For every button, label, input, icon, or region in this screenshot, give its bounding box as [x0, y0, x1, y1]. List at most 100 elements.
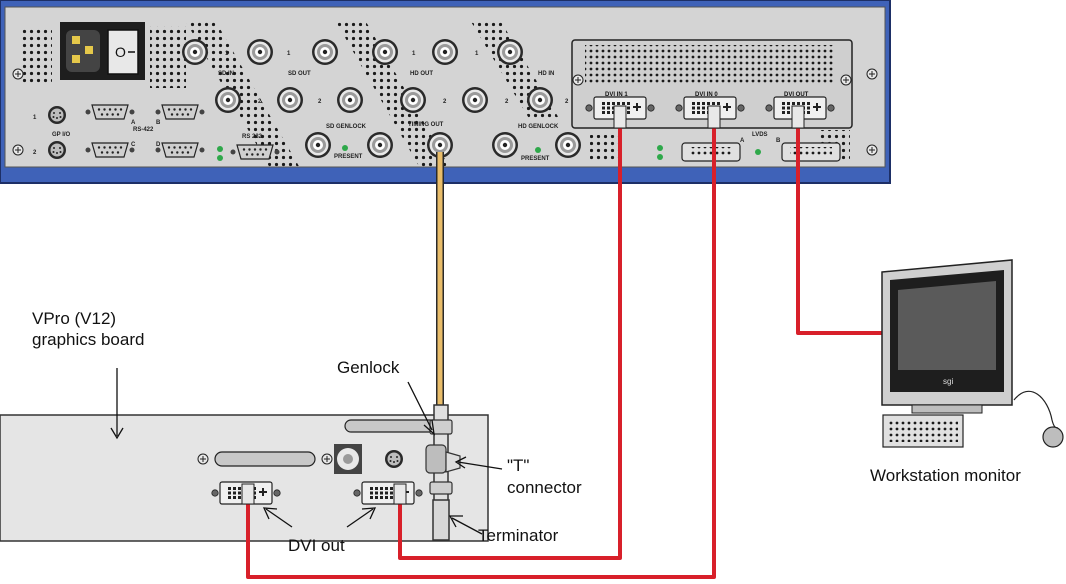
bnc-num-label: 2: [565, 99, 569, 105]
status-led: [657, 145, 663, 151]
hd-present-led: [535, 147, 541, 153]
hd-in-2-bnc: [527, 87, 553, 113]
vent-grille: [150, 26, 186, 88]
timing-out-label: TIMING OUT: [408, 122, 444, 128]
t-connector-callout-arrow: [457, 461, 503, 470]
sd-out-1-bnc: [247, 39, 273, 65]
gpio-label: GP I/O: [52, 132, 71, 138]
gpio-port-1: [48, 106, 66, 124]
port-a-label: A: [131, 120, 136, 126]
arrow-head: [454, 456, 467, 469]
svg-text:O: O: [115, 44, 126, 60]
vent-grille: [590, 135, 620, 160]
workstation-monitor-label: Workstation monitor: [870, 466, 1021, 485]
genlock-label: Genlock: [337, 358, 400, 377]
vent-grille: [585, 45, 835, 83]
gpio-port-2: [48, 141, 66, 159]
workstation-monitor: sgi: [881, 259, 1064, 448]
sd-in-label: SD IN: [218, 71, 234, 77]
dvi-cable-in-0: [246, 118, 716, 579]
t-connector: [425, 404, 461, 541]
hd-present-label: PRESENT: [521, 156, 550, 162]
lvds-b-label: B: [776, 138, 781, 144]
mouse: [1042, 426, 1064, 448]
port-c-label: C: [131, 142, 136, 148]
dvi-in-1-label: DVI IN 1: [605, 92, 628, 98]
genlock-callout-arrow: [407, 381, 433, 431]
dvi-out-label: DVI out: [288, 536, 345, 555]
monitor-screen: [898, 281, 996, 370]
board-dvi-out-2: [353, 481, 423, 505]
sd-in-1-bnc: [182, 39, 208, 65]
vpro-label-line1: VPro (V12): [32, 309, 117, 328]
dvi-out-callout-arrow-2: [346, 508, 374, 528]
board-stereo-port: [385, 450, 403, 468]
terminator-label: Terminator: [478, 526, 559, 545]
bnc-num-label: 1: [412, 51, 416, 57]
rs232-label: RS 232: [242, 134, 263, 140]
port-b-label: B: [156, 120, 161, 126]
vent-grille: [335, 20, 450, 168]
dvi-in-0-label: DVI IN 0: [695, 92, 718, 98]
sd-out-2-bnc: [277, 87, 303, 113]
hd-out-1b-bnc: [432, 39, 458, 65]
sd-in-2-bnc: [215, 87, 241, 113]
bnc-num-label: 2: [258, 99, 262, 105]
vpro-graphics-board: [0, 414, 489, 542]
sd-out-2b-bnc: [337, 87, 363, 113]
bnc-num-label: 2: [318, 99, 322, 105]
sd-genlock-bnc: [305, 132, 331, 158]
sd-present-led: [342, 145, 348, 151]
dvi-cable-in-1: [398, 118, 622, 560]
gpio-1-label: 1: [33, 115, 37, 121]
board-bnc-connector: [334, 444, 362, 474]
arrow-head: [423, 419, 435, 436]
hd-out-label: HD OUT: [410, 71, 433, 77]
gpio-2-label: 2: [33, 150, 37, 156]
status-led: [217, 146, 223, 152]
bnc-num-label: 1: [225, 51, 229, 57]
hd-in-label: HD IN: [538, 71, 554, 77]
bnc-num-label: 2: [443, 99, 447, 105]
sd-out-1b-bnc: [312, 39, 338, 65]
bnc-num-label: 2: [505, 99, 509, 105]
t-connector-label-line1: "T": [507, 456, 530, 475]
vent-grille: [185, 20, 300, 168]
status-led: [217, 155, 223, 161]
hd-out-2-bnc: [400, 87, 426, 113]
port-d-label: D: [156, 142, 161, 148]
dvi-cable-out: [796, 118, 888, 335]
bnc-num-label: 1: [287, 51, 291, 57]
sd-genlock-loop-bnc: [367, 132, 393, 158]
arrow-head: [110, 427, 124, 440]
hd-genlock-label: HD GENLOCK: [518, 124, 559, 130]
arrow-head: [361, 507, 377, 520]
vpro-label-line2: graphics board: [32, 330, 145, 349]
lvds-port-b: [781, 142, 841, 162]
status-led: [657, 154, 663, 160]
board-slot: [214, 451, 316, 467]
monitor-brand-logo: sgi: [943, 377, 953, 386]
lvds-port-a: [681, 142, 741, 162]
hd-out-1-bnc: [372, 39, 398, 65]
t-connector-label-line2: connector: [507, 478, 582, 497]
arrow-head: [262, 507, 278, 520]
status-led: [755, 149, 761, 155]
hd-genlock-bnc: [492, 132, 518, 158]
hd-genlock-loop-bnc: [555, 132, 581, 158]
dvi-out-label: DVI OUT: [784, 92, 809, 98]
sd-present-label: PRESENT: [334, 154, 363, 160]
lvds-a-label: A: [740, 138, 745, 144]
video-io-chassis: O 1 2 GP I/O A C B D RS-422 RS 232: [0, 0, 891, 184]
hd-in-1-bnc: [497, 39, 523, 65]
bnc-num-label: 1: [475, 51, 479, 57]
terminator-callout-arrow: [451, 517, 483, 535]
dvi-out-callout-arrow-1: [265, 508, 293, 528]
arrow-head: [448, 515, 463, 528]
hd-out-2b-bnc: [462, 87, 488, 113]
rs422-label: RS-422: [133, 127, 154, 133]
mouse-cable: [1013, 390, 1059, 429]
lvds-label: LVDS: [752, 132, 768, 138]
terminator: [432, 499, 450, 541]
